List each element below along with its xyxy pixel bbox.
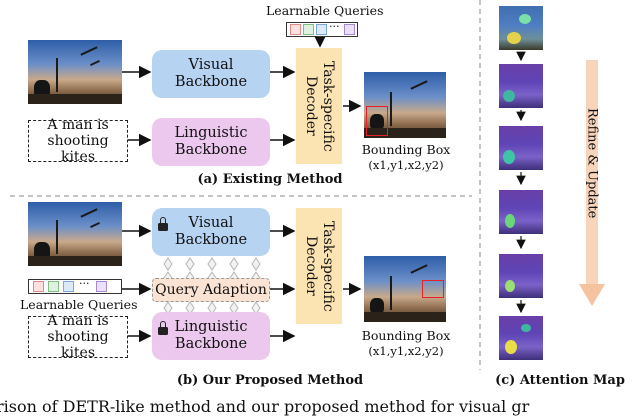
query-adaption: Query Adaption [152,278,270,302]
output-image-top [364,72,446,138]
attention-map-1 [499,64,543,108]
bbox-label-bottom: Bounding Box [361,328,451,343]
query-ellipsis: ··· [329,20,340,33]
query-adaption-label: Query Adaption [155,281,267,298]
bbox-coords-bottom: (x1,y1,x2,y2) [368,344,444,358]
visual-backbone-top-label: Visual Backbone [174,57,248,90]
linguistic-backbone-bottom: Linguistic Backbone [152,312,270,360]
decoder-top-label: Task-specific Decoder [303,60,336,152]
text-input-bottom-label: A man is shooting kites [47,312,109,362]
learnable-queries-top: ··· [286,20,358,37]
query-token [96,281,107,292]
input-image-top [28,40,122,104]
learnable-queries-bottom-label: Learnable Queries [20,297,138,312]
decoder-bottom: Task-specific Decoder [296,208,342,324]
attention-map-0 [499,6,543,50]
attention-map-5 [499,316,543,360]
refine-update-label-wrap: Refine & Update [578,88,606,238]
query-token [316,24,327,35]
linguistic-backbone-top: Linguistic Backbone [152,118,270,166]
visual-backbone-bottom: Visual Backbone [152,208,270,256]
learnable-queries-top-label: Learnable Queries [266,3,384,18]
decoder-bottom-label: Task-specific Decoder [303,220,336,312]
caption-attention-map: (c) Attention Map [495,373,625,388]
attention-map-4 [499,254,543,298]
learnable-queries-bottom: ··· [28,277,122,294]
text-input-bottom: A man is shooting kites [28,312,128,362]
attention-map-2 [499,126,543,170]
query-token [290,24,301,35]
refine-arrow-head [579,284,605,306]
query-token [48,281,59,292]
linguistic-backbone-bottom-label: Linguistic Backbone [174,319,248,352]
query-token [303,24,314,35]
bbox-label-top: Bounding Box [361,142,451,157]
output-image-bottom [364,256,446,322]
query-token [33,281,44,292]
lock-icon [158,321,168,335]
bbox-coords-top: (x1,y1,x2,y2) [368,158,444,172]
decoder-top: Task-specific Decoder [296,48,342,164]
caption-existing-method: (a) Existing Method [197,172,343,187]
bbox-highlight [422,280,444,298]
caption-proposed-method: (b) Our Proposed Method [176,373,364,388]
query-token [344,24,355,35]
query-token [63,281,74,292]
refine-update-label: Refine & Update [584,107,600,219]
text-input-top: A man is shooting kites [28,116,128,166]
query-ellipsis: ··· [79,277,90,290]
input-image-bottom [28,202,122,266]
linguistic-backbone-top-label: Linguistic Backbone [174,125,248,158]
visual-backbone-top: Visual Backbone [152,50,270,98]
bbox-highlight [366,106,388,136]
lock-icon [158,217,168,231]
text-input-top-label: A man is shooting kites [47,116,109,166]
visual-backbone-bottom-label: Visual Backbone [174,215,248,248]
refine-arrow-shaft [586,60,598,284]
figure-caption-partial: rison of DETR-like method and our propos… [0,397,530,416]
attention-map-3 [499,190,543,234]
